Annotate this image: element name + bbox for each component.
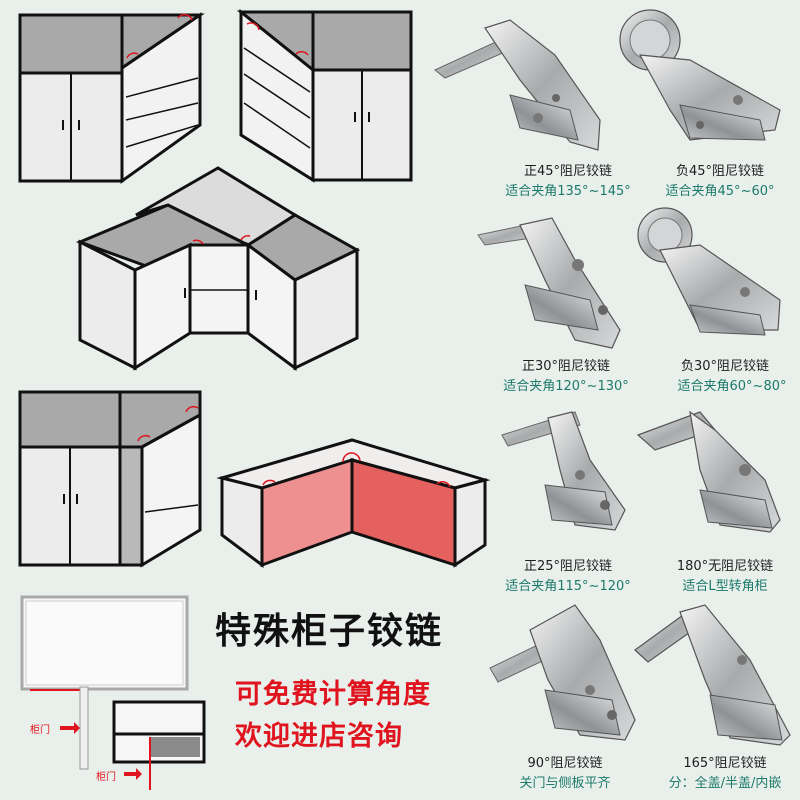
door-plan-diagram [20, 595, 206, 790]
subtitle-free-calculation: 可免费计算角度 [235, 679, 431, 710]
hinge-name-165: 165°阻尼铰链 [683, 756, 767, 771]
hinge-spec-pos30: 适合夹角120°~130° [503, 379, 629, 394]
hinge-image-neg45 [619, 9, 781, 141]
hinge-image-pos45 [434, 19, 601, 151]
hinge-spec-90: 关门与侧板平齐 [519, 776, 611, 791]
headline-title: 特殊柜子铰链 [215, 611, 444, 652]
hinge-name-pos25: 正25°阻尼铰链 [523, 559, 613, 574]
hinge-name-90: 90°阻尼铰链 [527, 756, 603, 771]
hinge-spec-180: 适合L型转角柜 [682, 579, 768, 594]
cabinet-diagram-mirrored [236, 8, 413, 183]
cabinet-diagram-side-corner [18, 390, 202, 568]
subtitle-visit-store: 欢迎进店咨询 [235, 721, 403, 752]
door-label-2: 柜门 [96, 772, 116, 783]
hinge-image-180 [636, 410, 781, 533]
hinge-spec-neg45: 适合夹角45°~60° [665, 184, 775, 199]
hinge-name-neg30: 负30°阻尼铰链 [680, 359, 770, 374]
hinge-image-neg30 [637, 207, 781, 336]
hinge-name-neg45: 负45°阻尼铰链 [675, 164, 765, 179]
hinge-name-pos30: 正30°阻尼铰链 [521, 359, 611, 374]
hinge-spec-pos45: 适合夹角135°~145° [505, 184, 631, 199]
hinge-image-pos25 [501, 411, 626, 531]
door-label-1: 柜门 [30, 725, 50, 736]
hinge-image-pos30 [477, 217, 621, 349]
hinge-name-pos45: 正45°阻尼铰链 [523, 164, 613, 179]
hinge-name-180: 180°无阻尼铰链 [676, 559, 774, 574]
hinge-spec-neg30: 适合夹角60°~80° [677, 379, 787, 394]
corner-cabinet-diagram [75, 166, 361, 371]
hinge-image-90 [489, 604, 636, 741]
hinge-image-165 [634, 604, 791, 746]
hinge-spec-pos25: 适合夹角115°~120° [505, 579, 631, 594]
hinge-spec-165: 分：全盖/半盖/内嵌 [668, 776, 782, 791]
l-shaped-red-panels-diagram [216, 438, 491, 568]
cabinet-diagram-positive-angle [18, 12, 205, 184]
